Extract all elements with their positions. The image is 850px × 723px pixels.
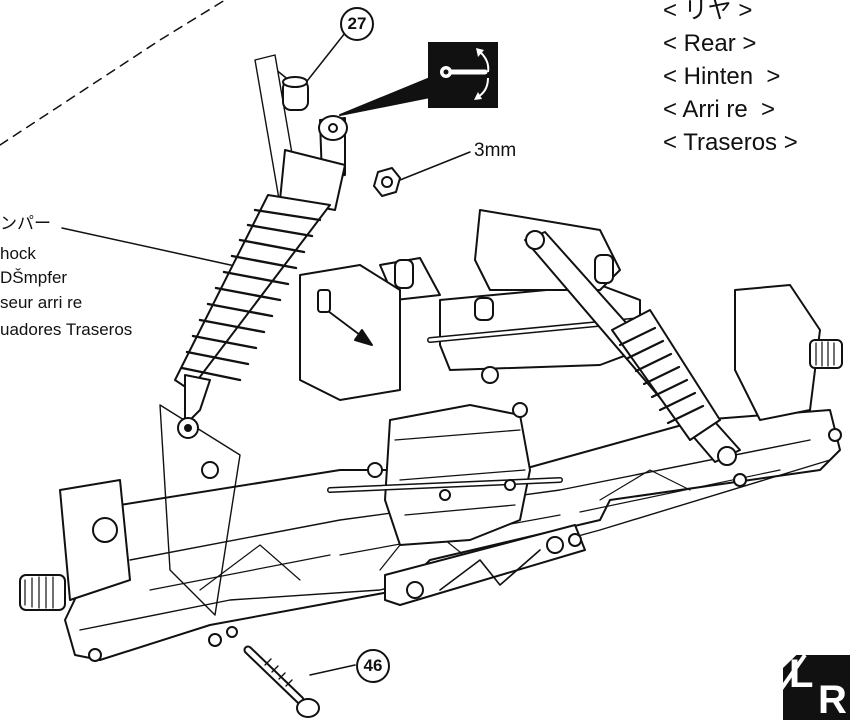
shock-label-es: uadores Traseros <box>0 320 133 339</box>
nut-leader-line <box>399 151 471 181</box>
callout-wedge <box>339 77 441 116</box>
pivot-rotation-icon <box>428 42 498 108</box>
part-number-27: 27 <box>340 7 374 41</box>
left-hub <box>59 479 131 601</box>
language-label-es: < Traseros > <box>663 129 798 156</box>
shock-label-fr: seur arri re <box>0 293 83 312</box>
part46-leader-line <box>309 664 356 676</box>
lock-nut <box>373 167 401 197</box>
shock-label-en: hock <box>0 244 36 263</box>
part-number-46: 46 <box>356 649 390 683</box>
language-label-fr: < Arri re > <box>663 96 776 123</box>
shock-label-de: DŠmpfer <box>0 268 68 287</box>
language-label-jp: < リヤ > <box>663 0 753 24</box>
nut-size-label: 3mm <box>474 140 517 161</box>
lower-mount-plate <box>159 404 241 616</box>
spacer-27 <box>282 76 309 111</box>
language-label-de: < Hinten > <box>663 63 781 90</box>
right-hub <box>734 284 821 421</box>
language-label-en: < Rear > <box>663 30 757 57</box>
shock-absorber <box>174 115 348 439</box>
shock-leader-line <box>61 227 236 267</box>
shock-label-jp: ンパー <box>0 214 51 233</box>
lr-badge-left: L <box>789 652 814 696</box>
dashed-guide-line <box>0 0 226 146</box>
lr-badge-right: R <box>818 678 847 722</box>
screw-46 <box>243 645 320 718</box>
